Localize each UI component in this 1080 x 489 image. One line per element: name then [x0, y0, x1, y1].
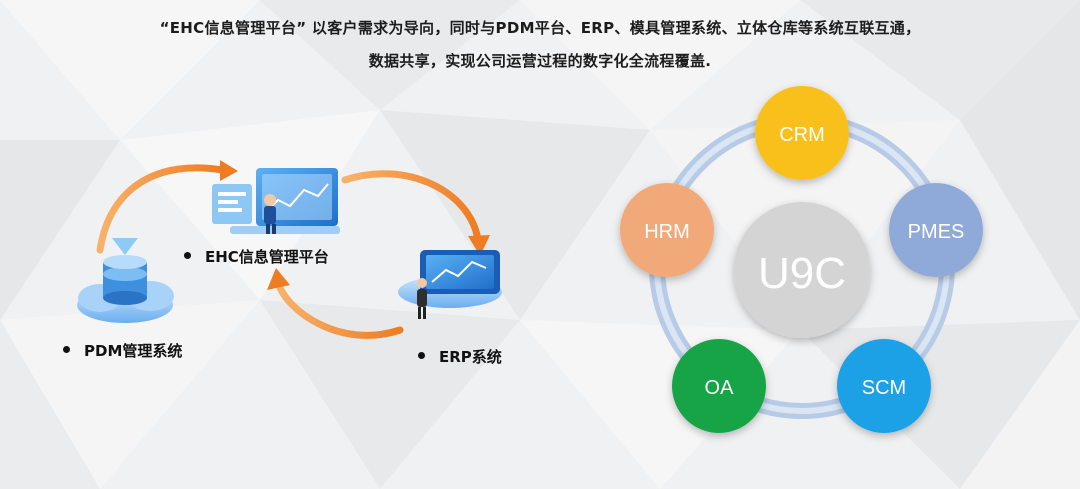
arrow-erp-to-ehc [267, 268, 404, 339]
u9c-ring-diagram: U9C CRM PMES SCM OA HRM [620, 86, 983, 433]
erp-system-label: ERP系统 [418, 346, 502, 367]
bullet-dot [184, 252, 191, 259]
node-hrm: HRM [620, 183, 714, 277]
ehc-platform-label: EHC信息管理平台 [184, 246, 329, 267]
center-node-u9c: U9C [734, 202, 870, 338]
node-hrm-label: HRM [644, 221, 690, 243]
node-pmes-label: PMES [908, 221, 965, 243]
pdm-system-label: PDM管理系统 [63, 340, 182, 361]
headline-line-1: “EHC信息管理平台” 以客户需求为导向，同时与PDM平台、ERP、模具管理系统… [159, 19, 921, 37]
erp-device-icon [398, 250, 502, 319]
arrow-pdm-to-ehc [96, 160, 238, 254]
node-scm: SCM [837, 339, 931, 433]
node-scm-label: SCM [862, 377, 906, 399]
pdm-database-icon [77, 238, 174, 323]
integration-illustration [77, 160, 502, 339]
headline-line-2: 数据共享，实现公司运营过程的数字化全流程覆盖. [368, 52, 712, 70]
node-crm: CRM [755, 86, 849, 180]
bullet-dot [418, 352, 425, 359]
center-label: U9C [758, 249, 846, 298]
node-oa: OA [672, 339, 766, 433]
node-pmes: PMES [889, 183, 983, 277]
ehc-platform-icon [212, 168, 340, 234]
bullet-dot [63, 346, 70, 353]
node-crm-label: CRM [779, 124, 825, 146]
node-oa-label: OA [705, 377, 735, 399]
arrow-ehc-to-erp [341, 170, 490, 256]
